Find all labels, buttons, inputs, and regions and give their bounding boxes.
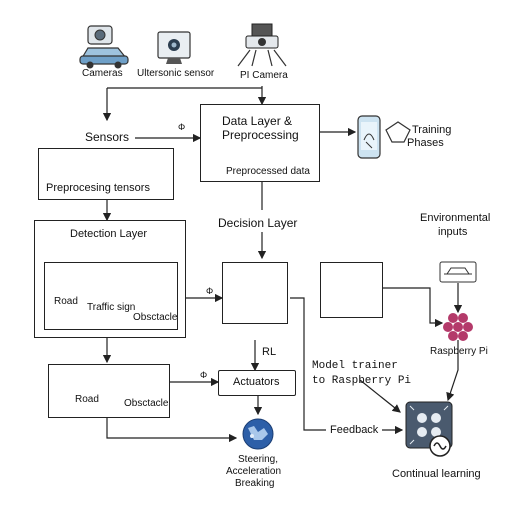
detection-road-label: Road <box>54 296 78 307</box>
raspberry-icon <box>443 313 473 341</box>
rl-agent-label-2: Agent <box>240 292 269 304</box>
actuators-label: Actuators <box>233 376 280 388</box>
camera-icon <box>79 25 129 69</box>
detection-obstacle-label: Obsctacle <box>133 312 178 323</box>
cameras-label: Cameras <box>82 68 123 79</box>
raspberry-label: Raspberry Pi <box>430 346 488 357</box>
feedback-label: Feedback <box>330 424 379 436</box>
continual-learning-label: Continual learning <box>392 468 481 480</box>
rl-agent-box <box>222 262 288 324</box>
phi-symbol-1: Φ <box>178 122 186 132</box>
environmental-label-1: Environmental <box>420 212 491 224</box>
phi-symbol-3: Φ <box>200 370 208 380</box>
data-layer-box <box>200 104 320 182</box>
pi-camera-label: PI Camera <box>240 70 288 81</box>
preprocessing-box <box>38 148 174 200</box>
model-trainer-label-2: to Raspberry Pi <box>312 375 412 387</box>
steering-icon <box>242 418 274 450</box>
ultrasonic-label: Ultersonic sensor <box>137 68 215 79</box>
lower-road-label: Road <box>75 394 99 405</box>
detection-inner-box <box>44 262 178 330</box>
rl-agent-label-1: RL <box>246 276 262 290</box>
output-label-3: Breaking <box>235 478 275 489</box>
training-label-2: Phases <box>407 137 444 149</box>
ultrasonic-sensor-icon <box>157 31 191 64</box>
environmental-label-2: inputs <box>438 226 468 238</box>
model-trainer-label-1: Model trainer <box>312 360 398 372</box>
data-layer-title-2: Preprocessing <box>222 128 299 142</box>
car-image-box <box>320 262 383 318</box>
detection-traffic-sign-label: Traffic sign <box>87 302 136 313</box>
actuators-box <box>218 370 296 396</box>
training-label-1: Training <box>412 124 452 136</box>
preprocessing-label: Preprocesing tensors <box>46 182 150 194</box>
environment-car-icon <box>439 261 477 283</box>
continual-learning-icon <box>405 401 453 457</box>
rl-label: RL <box>262 346 277 358</box>
data-layer-title-1: Data Layer & <box>222 114 293 128</box>
detection-layer-title: Detection Layer <box>70 228 148 240</box>
data-layer-subtitle: Preprocessed data <box>226 166 310 177</box>
pi-camera-icon <box>237 23 287 67</box>
phone-icon <box>357 115 381 159</box>
decision-layer-label: Decision Layer <box>218 216 298 230</box>
lower-obstacle-label: Obsctacle <box>124 398 169 409</box>
sensors-label: Sensors <box>85 130 130 144</box>
phi-symbol-2: Φ <box>206 286 214 296</box>
output-label-2: Acceleration <box>226 466 282 477</box>
output-label-1: Steering, <box>238 454 279 465</box>
pentagon-icon <box>385 121 411 143</box>
lower-box <box>48 364 170 418</box>
